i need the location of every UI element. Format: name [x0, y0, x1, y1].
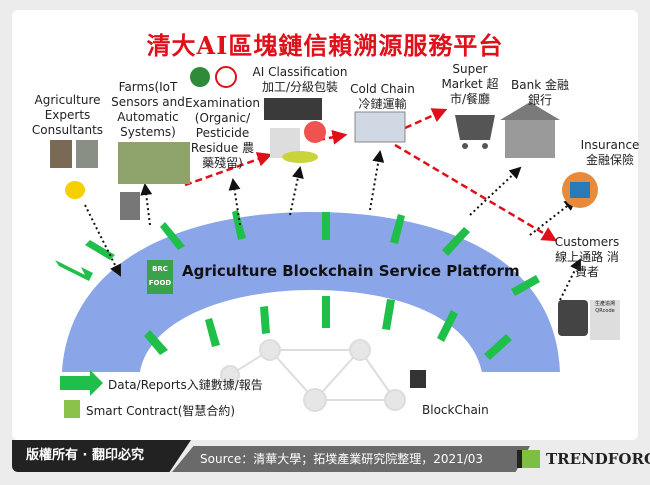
blockchain-network	[220, 339, 406, 412]
logo-icon	[517, 450, 540, 468]
node-bank: Bank 金融銀行	[511, 78, 569, 107]
platform-arc	[62, 212, 560, 372]
qrcode-label: 生產追溯 QRcode	[594, 301, 615, 314]
trendforce-logo: TRENDFORCE	[517, 446, 650, 472]
node-customers: Customers 線上通路 消費者	[554, 235, 620, 279]
node-insurance: Insurance 金融保險	[580, 138, 640, 167]
images	[50, 66, 620, 418]
node-examination: Examination (Organic/ Pesticide Residue …	[185, 96, 261, 170]
page-title: 清大AI區塊鏈信賴溯源服務平台	[146, 31, 504, 60]
node-experts: Agriculture Experts Consultants	[31, 93, 104, 137]
source-text: Source：清華大學；拓墣產業研究院整理，2021/03	[172, 446, 530, 472]
green-arrows	[55, 210, 540, 396]
brc-food-badge: BRC FOOD	[148, 265, 172, 287]
node-super-market: Super Market 超市/餐廳	[441, 62, 499, 106]
footer: 版權所有 · 翻印必究 Source：清華大學；拓墣產業研究院整理，2021/0…	[12, 440, 650, 472]
node-cold-chain: Cold Chain 冷鏈運輸	[350, 82, 415, 111]
legend-data-reports: Data/Reports入鏈數據/報告	[108, 378, 263, 392]
brand-name: TRENDFORCE	[546, 450, 650, 468]
node-blockchain: BlockChain	[422, 403, 489, 417]
node-farms: Farms(IoT Sensors and Automatic Systems)	[111, 80, 185, 139]
copyright: 版權所有 · 翻印必究	[12, 440, 191, 472]
legend-smart-contract: Smart Contract(智慧合約)	[86, 404, 236, 418]
dotted-arrows	[84, 150, 581, 301]
node-ai-classification: AI Classification 加工/分級包裝	[252, 65, 348, 94]
platform-label: Agriculture Blockchain Service Platform	[182, 262, 520, 280]
